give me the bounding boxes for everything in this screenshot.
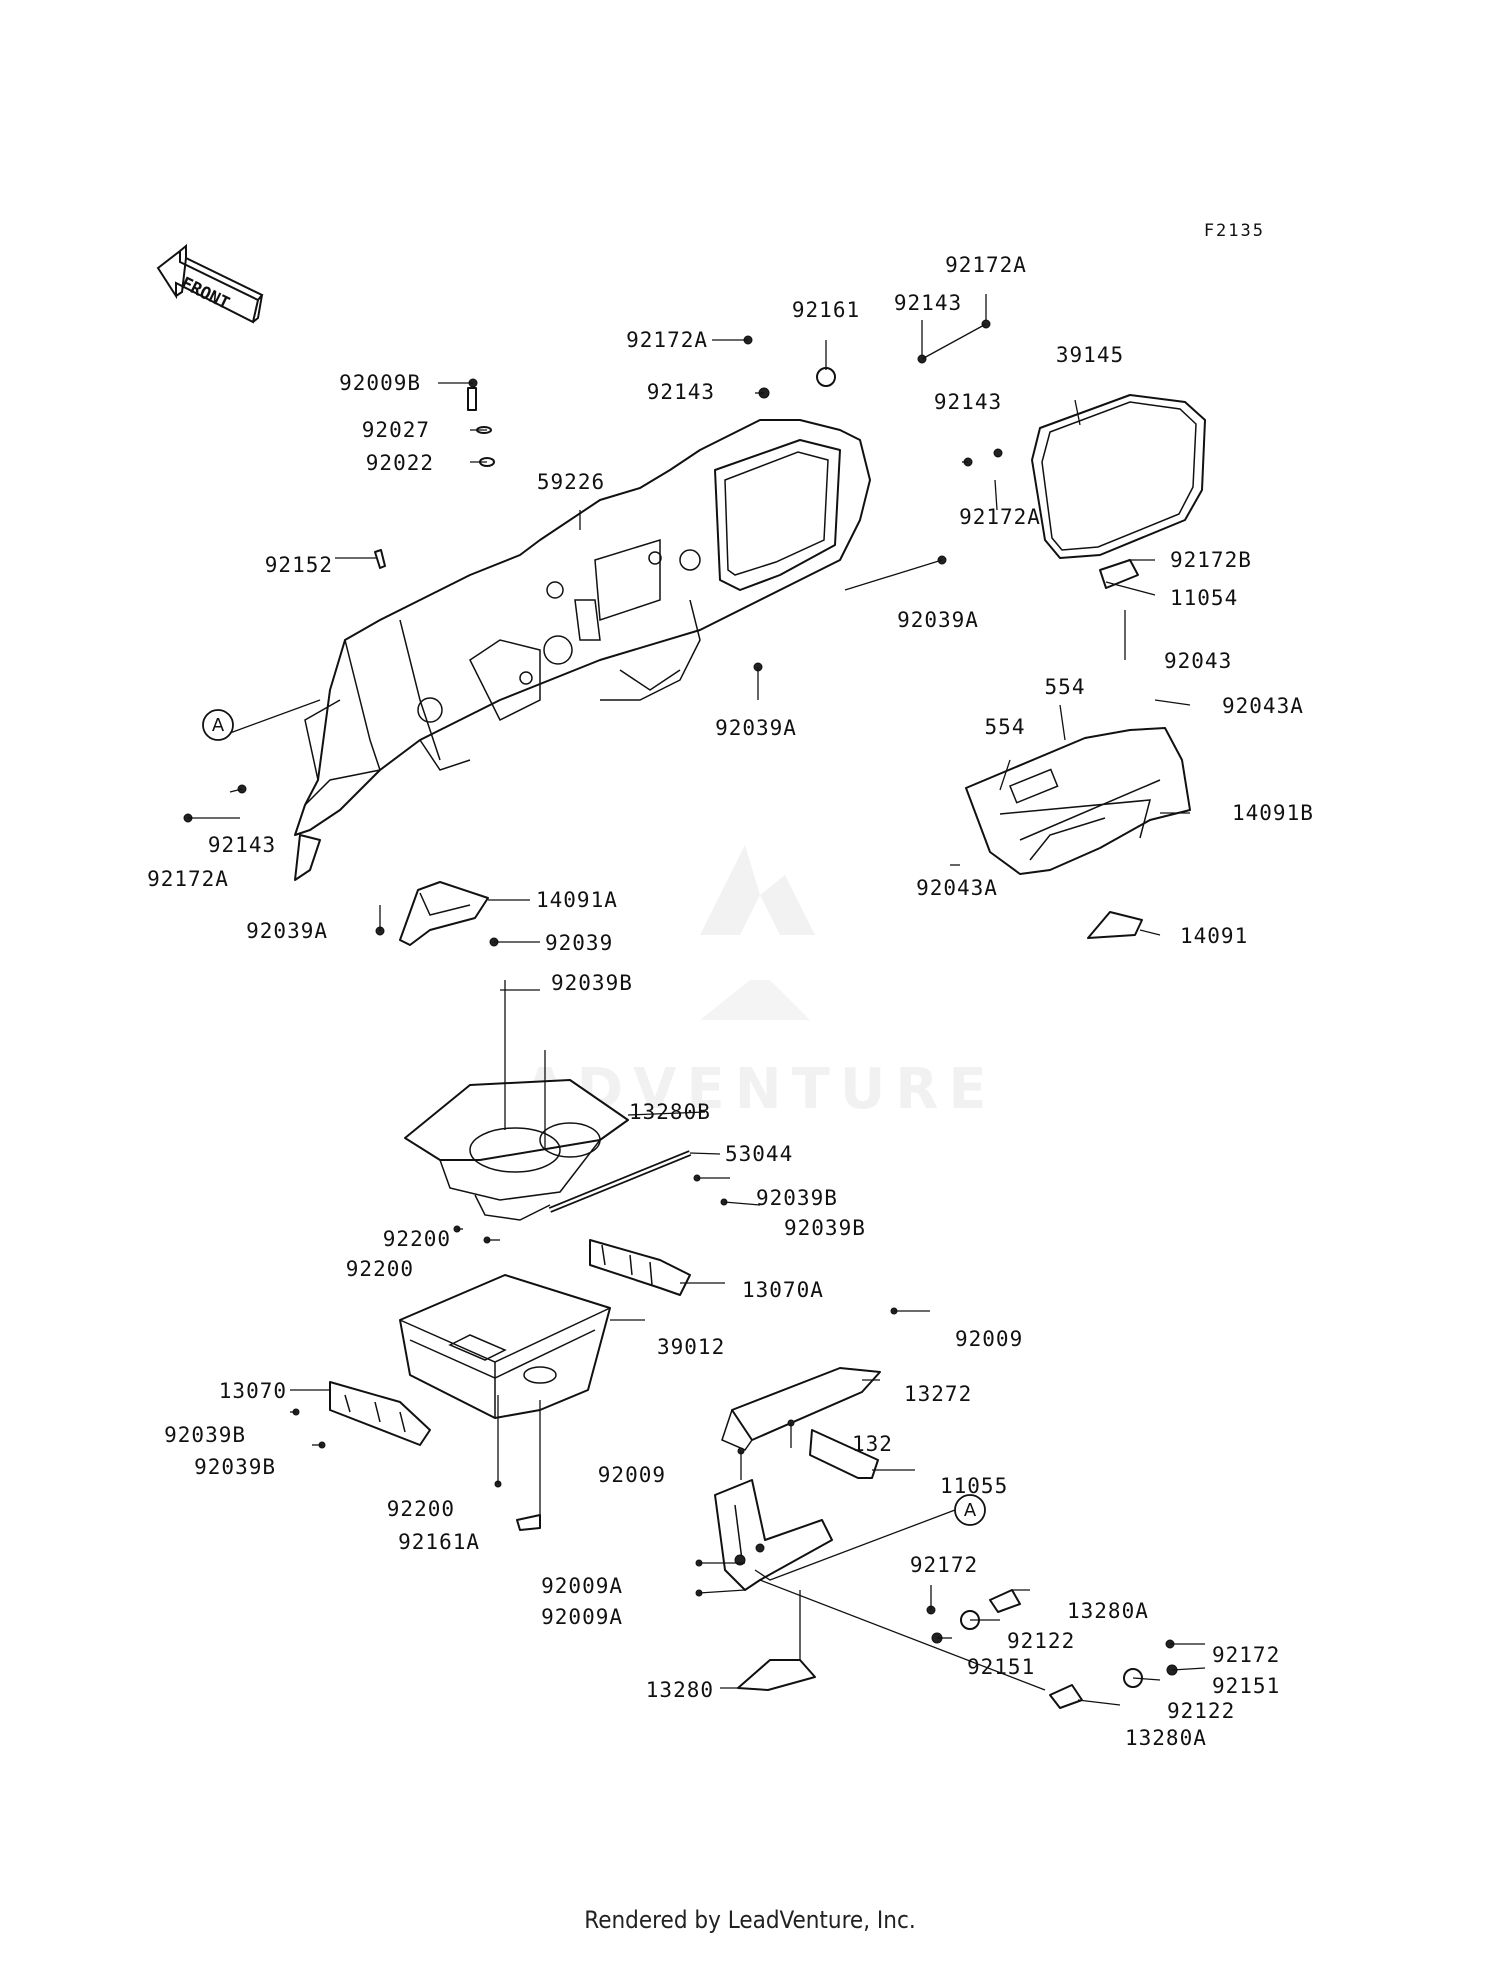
ref-mark-a-upper: A bbox=[202, 709, 234, 741]
label-554-b: 554 bbox=[985, 715, 1026, 739]
label-39012: 39012 bbox=[657, 1335, 725, 1359]
label-13280A-1: 13280A bbox=[1067, 1599, 1149, 1623]
label-92200-3: 92200 bbox=[387, 1497, 455, 1521]
cover-13272 bbox=[721, 1367, 881, 1451]
label-92151-1: 92151 bbox=[967, 1655, 1035, 1679]
label-14091A: 14091A bbox=[536, 888, 618, 912]
label-92143-mid: 92143 bbox=[934, 390, 1002, 414]
label-92027: 92027 bbox=[362, 418, 430, 442]
ref-mark-a-text-upper: A bbox=[212, 715, 225, 736]
label-92039A-2: 92039A bbox=[715, 716, 797, 740]
label-92022: 92022 bbox=[366, 451, 434, 475]
gasket-39145 bbox=[1031, 394, 1206, 559]
label-14091: 14091 bbox=[1180, 924, 1248, 948]
label-13070: 13070 bbox=[219, 1379, 287, 1403]
bracket-13070 bbox=[329, 1381, 431, 1446]
label-92172A-left: 92172A bbox=[626, 328, 708, 352]
rod-53044 bbox=[548, 1150, 692, 1213]
label-92039A-3: 92039A bbox=[246, 919, 328, 943]
label-13280B: 13280B bbox=[629, 1100, 711, 1124]
label-39145: 39145 bbox=[1056, 343, 1124, 367]
figure-code: F2135 bbox=[1204, 221, 1265, 241]
label-92143-low: 92143 bbox=[208, 833, 276, 857]
label-11054: 11054 bbox=[1170, 586, 1238, 610]
leader-lines bbox=[188, 294, 1206, 1706]
part-labels: 92172A 92161 92143 92172A 92143 39145 92… bbox=[147, 253, 1314, 1750]
step-13280 bbox=[737, 1659, 816, 1691]
cup-holder-13280B bbox=[404, 1079, 629, 1221]
tray-14091A bbox=[399, 881, 489, 946]
label-92039A-1: 92039A bbox=[897, 608, 979, 632]
label-92172-b: 92172 bbox=[1212, 1643, 1280, 1667]
label-92122-1: 92122 bbox=[1007, 1629, 1075, 1653]
label-92172B: 92172B bbox=[1170, 548, 1252, 572]
storage-box-39012 bbox=[399, 1274, 611, 1419]
label-92161A: 92161A bbox=[398, 1530, 480, 1554]
label-92039B-2: 92039B bbox=[756, 1186, 838, 1210]
label-554-a: 554 bbox=[1045, 675, 1086, 699]
label-92143-left: 92143 bbox=[647, 380, 715, 404]
label-92009A-2: 92009A bbox=[541, 1605, 623, 1629]
label-92161-top: 92161 bbox=[792, 298, 860, 322]
ref-mark-a-lower: A bbox=[954, 1494, 986, 1526]
label-92172A-top: 92172A bbox=[945, 253, 1027, 277]
label-92039B-4: 92039B bbox=[164, 1423, 246, 1447]
label-13280A-2: 13280A bbox=[1125, 1726, 1207, 1750]
label-53044: 53044 bbox=[725, 1142, 793, 1166]
label-92039B-5: 92039B bbox=[194, 1455, 276, 1479]
label-92152: 92152 bbox=[265, 553, 333, 577]
label-11055: 11055 bbox=[940, 1474, 1008, 1498]
label-14091B: 14091B bbox=[1232, 801, 1314, 825]
front-arrow-icon: FRONT bbox=[156, 243, 264, 324]
bracket-13070A bbox=[589, 1239, 691, 1296]
label-92151-2: 92151 bbox=[1212, 1674, 1280, 1698]
label-92200-2: 92200 bbox=[346, 1257, 414, 1281]
label-13272: 13272 bbox=[904, 1382, 972, 1406]
label-92172-a: 92172 bbox=[910, 1553, 978, 1577]
label-13280: 13280 bbox=[646, 1678, 714, 1702]
label-92122-2: 92122 bbox=[1167, 1699, 1235, 1723]
label-92039B-1: 92039B bbox=[551, 971, 633, 995]
label-92172A-mid: 92172A bbox=[959, 505, 1041, 529]
label-92009-left: 92009 bbox=[598, 1463, 666, 1487]
glove-box-14091B bbox=[965, 559, 1191, 939]
ref-mark-a-text-lower: A bbox=[964, 1500, 977, 1521]
label-92200-1: 92200 bbox=[383, 1227, 451, 1251]
label-59226: 59226 bbox=[537, 470, 605, 494]
label-92009B: 92009B bbox=[339, 371, 421, 395]
label-92009-right: 92009 bbox=[955, 1327, 1023, 1351]
footer-credit: Rendered by LeadVenture, Inc. bbox=[584, 1906, 916, 1934]
label-92143-top: 92143 bbox=[894, 291, 962, 315]
label-132: 132 bbox=[852, 1432, 893, 1456]
label-92039B-3: 92039B bbox=[784, 1216, 866, 1240]
dash-panel-59226 bbox=[294, 419, 871, 881]
label-92039: 92039 bbox=[545, 931, 613, 955]
label-92043A-left: 92043A bbox=[916, 876, 998, 900]
label-92009A-1: 92009A bbox=[541, 1574, 623, 1598]
label-92043A-right: 92043A bbox=[1222, 694, 1304, 718]
label-92172A-low: 92172A bbox=[147, 867, 229, 891]
label-92043: 92043 bbox=[1164, 649, 1232, 673]
label-13070A: 13070A bbox=[742, 1278, 824, 1302]
